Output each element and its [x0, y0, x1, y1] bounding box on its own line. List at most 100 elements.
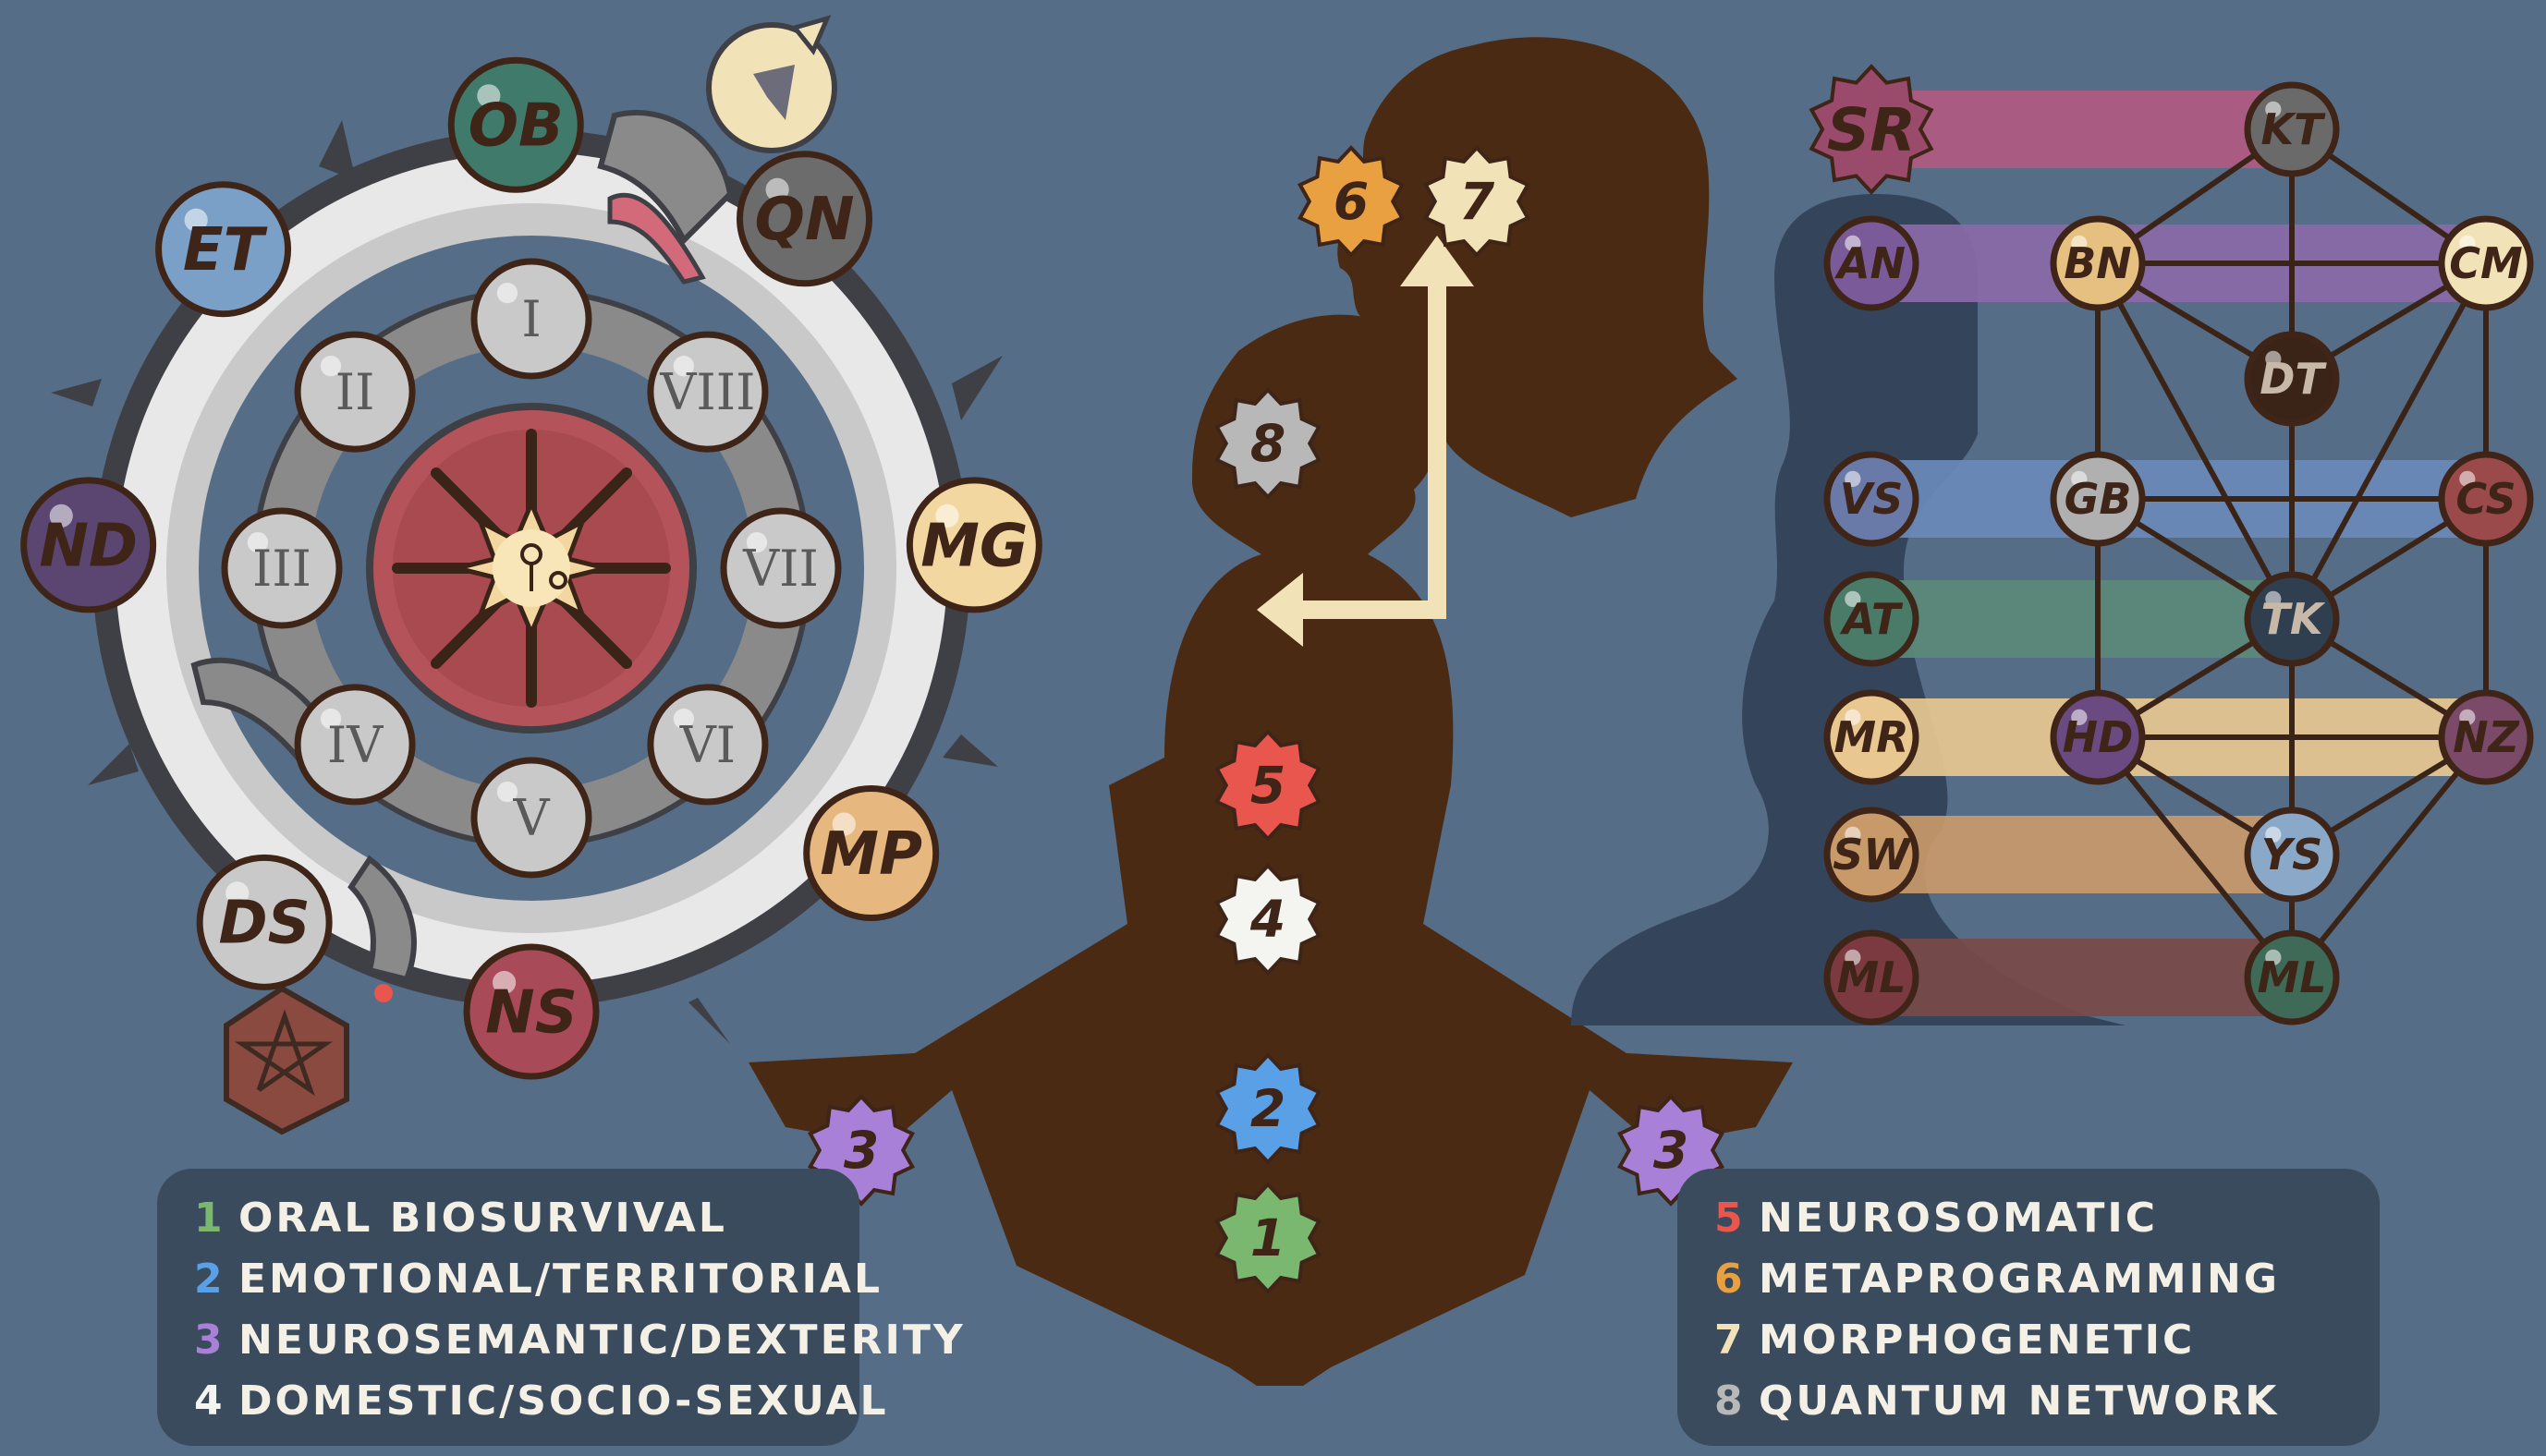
tree-band-6: [1876, 816, 2292, 893]
roman-badge-1-label: I: [521, 290, 541, 348]
tree-node-kt: KT: [2248, 85, 2336, 174]
tree-left-badge-ml: ML: [1827, 933, 1916, 1022]
tree-left-badge-an: AN: [1827, 219, 1916, 308]
outer-badge-ds: DS: [200, 857, 329, 987]
outer-badge-nd: ND: [24, 480, 153, 610]
outer-badge-ds-label: DS: [219, 890, 311, 958]
tree-node-gb: GB: [2053, 455, 2142, 543]
outer-badge-qn: QN: [740, 154, 870, 284]
tree-node-kt-label: KT: [2260, 104, 2326, 154]
roman-badge-5-label: V: [513, 789, 551, 847]
tree-left-badge-at: AT: [1827, 575, 1916, 663]
roman-badge-7: VII: [724, 511, 838, 625]
circuit-badge-1-label: 1: [1250, 1208, 1285, 1268]
tree-node-bn: BN: [2053, 219, 2142, 308]
tree-node-bn-label: BN: [2064, 238, 2132, 288]
circuit-badge-6-label: 6: [1334, 172, 1369, 231]
roman-badge-4-label: IV: [327, 716, 384, 774]
legend-label: NEUROSOMATIC: [1759, 1195, 2158, 1242]
roman-badge-8: VIII: [651, 334, 765, 449]
legend-number: 5: [1714, 1195, 1751, 1242]
tree-node-nz: NZ: [2442, 693, 2530, 782]
legend-label: EMOTIONAL/TERRITORIAL: [238, 1256, 883, 1303]
tree-node-hd: HD: [2053, 693, 2142, 782]
tree-node-dt: DT: [2248, 334, 2336, 423]
legend-label: MORPHOGENETIC: [1759, 1316, 2195, 1364]
tree-left-badge-an-label: AN: [1834, 238, 1906, 288]
tree-band-7: [1876, 939, 2292, 1016]
roman-badge-2-label: II: [335, 363, 375, 421]
legend-number: 6: [1714, 1256, 1751, 1303]
tree-path-7: [2098, 263, 2292, 619]
tree-band-1: [1876, 91, 2292, 168]
circuit-badge-3-label: 3: [844, 1121, 879, 1180]
legend-label: QUANTUM NETWORK: [1759, 1377, 2279, 1425]
legend-number: 1: [194, 1195, 231, 1242]
outer-badge-nd-label: ND: [39, 512, 138, 580]
roman-badge-6: VI: [651, 687, 765, 802]
outer-badge-et-label: ET: [183, 216, 268, 285]
legend-number: 2: [194, 1256, 231, 1303]
tree-node-cm: CM: [2442, 219, 2530, 308]
tree-path-8: [2292, 263, 2486, 619]
pentagram-d12-icon: [226, 989, 347, 1132]
roman-badge-3: III: [225, 511, 339, 625]
outer-badge-ns: NS: [467, 947, 596, 1076]
tree-node-ys-label: YS: [2261, 830, 2322, 880]
legend-number: 3: [194, 1316, 231, 1364]
outer-badge-mp-label: MP: [820, 820, 922, 889]
legend-left: 1ORAL BIOSURVIVAL2EMOTIONAL/TERRITORIAL3…: [157, 1169, 859, 1446]
outer-badge-ob-label: OB: [469, 92, 564, 161]
outer-badge-et: ET: [159, 185, 288, 314]
tree-node-cs: CS: [2442, 455, 2530, 543]
tree-node-cm-label: CM: [2449, 238, 2523, 288]
roman-badge-3-label: III: [252, 540, 311, 598]
legend-label: METAPROGRAMMING: [1759, 1256, 2280, 1303]
roman-badge-4: IV: [298, 687, 412, 802]
circuit-badge-5-label: 5: [1250, 756, 1285, 815]
tree-left-badge-at-label: AT: [1840, 594, 1904, 644]
roman-badge-2: II: [298, 334, 412, 449]
outer-badge-ob: OB: [451, 60, 580, 189]
outer-badge-mg-label: MG: [920, 512, 1028, 580]
tree-left-badge-sw: SW: [1827, 810, 1916, 899]
tree-of-life-panel: SR AN VS AT MR SW ML KT BN CM DT GB CS TK HD NZ YS ML: [1571, 67, 2530, 1025]
tree-node-dt-label: DT: [2260, 354, 2327, 404]
tree-band-4: [1876, 580, 2292, 658]
circuit-badge-7-label: 7: [1459, 172, 1495, 231]
legend-number: 7: [1714, 1316, 1751, 1364]
tree-left-badge-sr: SR: [1811, 67, 1931, 192]
roman-badge-7-label: VII: [742, 540, 819, 598]
tree-left-badge-mr: MR: [1827, 693, 1916, 782]
tree-node-cs-label: CS: [2455, 474, 2516, 524]
tree-left-badge-vs: VS: [1827, 455, 1916, 543]
outer-badge-mp: MP: [807, 789, 936, 918]
outer-badge-mg: MG: [909, 480, 1039, 610]
legend-number: 8: [1714, 1377, 1751, 1425]
apple-logo-icon: [709, 18, 834, 151]
roman-badge-8-label: VIII: [659, 363, 755, 421]
tree-node-tk: TK: [2248, 575, 2336, 663]
tree-node-hd-label: HD: [2063, 712, 2134, 762]
circuit-badge-8-label: 8: [1250, 414, 1285, 473]
tree-node-gb-label: GB: [2065, 474, 2132, 524]
tree-left-badge-ml-label: ML: [1836, 952, 1906, 1002]
roman-badge-5: V: [474, 760, 589, 875]
tree-node-ys: YS: [2248, 810, 2336, 899]
legend-label: ORAL BIOSURVIVAL: [238, 1195, 727, 1242]
circuit-badge-4-label: 4: [1249, 890, 1285, 949]
tree-node-ml-bottom: ML: [2248, 933, 2336, 1022]
tree-node-ml-bottom-label: ML: [2257, 952, 2326, 1002]
outer-badge-ns-label: NS: [485, 978, 578, 1047]
legend-number: 4: [194, 1377, 231, 1425]
legend-label: NEUROSEMANTIC/DEXTERITY: [238, 1316, 966, 1364]
circuit-badge-3-right-label: 3: [1653, 1121, 1688, 1180]
